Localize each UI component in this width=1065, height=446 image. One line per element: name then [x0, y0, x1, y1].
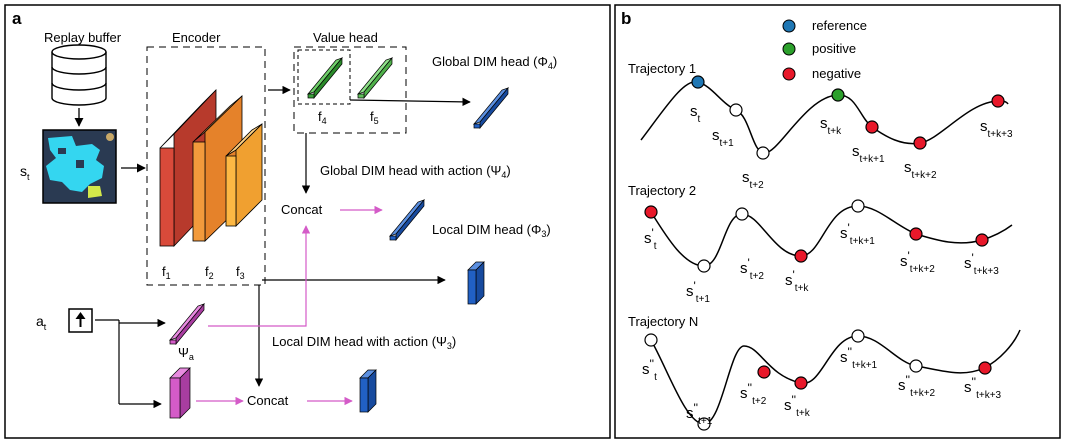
- state-marker-positive: [831, 88, 845, 102]
- encoder-label: Encoder: [172, 30, 221, 45]
- trajectory-1: Trajectory 1 st st+1 st+2 st+k st+k+1 st+k+2 st…: [628, 61, 1013, 191]
- f4-highlight-box: [297, 49, 351, 105]
- state-label: s't+1: [686, 279, 710, 305]
- state-label: st: [20, 163, 30, 182]
- state-label: s''t: [642, 357, 657, 383]
- legend: reference positive negative: [782, 18, 867, 81]
- value-head-box: [293, 46, 407, 134]
- up-arrow-icon: [68, 308, 93, 333]
- state-marker-negative: [794, 249, 808, 263]
- f2-label: f2: [205, 264, 214, 281]
- state-marker-negative: [865, 120, 879, 134]
- psi-a-label: Ψa: [178, 345, 194, 362]
- legend-marker: [782, 42, 796, 56]
- state-label: st: [690, 103, 701, 125]
- state-marker-negative: [991, 94, 1005, 108]
- concat-top-label: Concat: [281, 202, 323, 217]
- action-embedding-layer: [169, 367, 191, 419]
- panel-b-frame: [614, 4, 1061, 439]
- f3-label: f3: [236, 264, 245, 281]
- state-marker-none: [697, 417, 711, 431]
- concat-bottom-label: Concat: [247, 393, 289, 408]
- local-dim-head-action-layer: [388, 199, 426, 241]
- legend-marker: [782, 19, 796, 33]
- trajectory-curve: [650, 205, 1013, 267]
- state-marker-negative: [757, 365, 771, 379]
- game-frame-image: [42, 129, 117, 204]
- state-label: s''t+k+2: [898, 373, 936, 399]
- legend-label: positive: [812, 41, 856, 56]
- global-dim-head-label: Global DIM head (Φ4): [432, 54, 557, 71]
- f5-layer: [356, 57, 394, 99]
- legend-label: negative: [812, 66, 861, 81]
- global-dim-head-layer: [472, 87, 510, 129]
- state-label: st+k+3: [980, 118, 1013, 140]
- state-label: s''t+k+3: [964, 375, 1002, 401]
- f4-label: f4: [318, 109, 327, 126]
- local-dim-head-layer: [467, 261, 485, 305]
- trajectory-2: Trajectory 2 s't s't+1 s't+2 s't+k s't+k+1 s't…: [628, 183, 1013, 305]
- action-label: at: [36, 313, 47, 332]
- state-label: s't+k+2: [900, 249, 935, 275]
- legend-item-negative: negative: [782, 66, 861, 81]
- legend-item-reference: reference: [782, 18, 867, 33]
- state-label: s''t+k: [784, 393, 811, 419]
- state-label: s't+k+1: [840, 221, 875, 247]
- state-label: st+2: [742, 169, 764, 191]
- state-marker-none: [756, 146, 770, 160]
- state-marker-reference: [691, 75, 705, 89]
- local-dim-head-action-label: Local DIM head with action (Ψ3): [272, 334, 456, 351]
- state-marker-negative: [794, 376, 808, 390]
- local-dim-head-action-output-layer: [359, 369, 377, 413]
- trajectory-title: Trajectory 1: [628, 61, 696, 76]
- state-marker-none: [851, 199, 865, 213]
- state-marker-negative: [644, 205, 658, 219]
- f5-label: f5: [370, 109, 379, 126]
- state-marker-none: [735, 207, 749, 221]
- panel-a-letter: a: [12, 9, 22, 28]
- state-label: s't: [644, 226, 657, 252]
- state-label: st+k+2: [904, 159, 937, 181]
- state-marker-negative: [913, 136, 927, 150]
- state-label: s''t+2: [740, 381, 767, 407]
- state-marker-negative: [978, 361, 992, 375]
- state-marker-none: [644, 333, 658, 347]
- trajectory-title: Trajectory 2: [628, 183, 696, 198]
- trajectory-curve: [650, 329, 1021, 425]
- state-label: st+k+1: [852, 143, 885, 165]
- local-dim-head-label: Local DIM head (Φ3): [432, 222, 551, 239]
- state-label: s''t+k+1: [840, 345, 878, 371]
- legend-label: reference: [812, 18, 867, 33]
- value-head-label: Value head: [313, 30, 378, 45]
- state-label: s't+k: [785, 268, 809, 294]
- legend-item-positive: positive: [782, 41, 856, 56]
- state-marker-none: [729, 103, 743, 117]
- trajectories: Trajectory 1 st st+1 st+2 st+k st+k+1 st+k+2 st…: [628, 61, 1021, 431]
- trajectory-title: Trajectory N: [628, 314, 698, 329]
- panel-a-frame: [4, 4, 611, 439]
- state-label: st+1: [712, 127, 734, 149]
- panel-b-letter: b: [621, 9, 631, 28]
- state-marker-none: [909, 359, 923, 373]
- state-label: s''t+1: [686, 401, 713, 427]
- state-label: st+k: [820, 115, 842, 137]
- trajectory-3: Trajectory N s''t s''t+1 s''t+2 s''t+k s''t+k…: [628, 314, 1021, 431]
- state-marker-negative: [909, 227, 923, 241]
- f4-layer: [306, 57, 344, 99]
- encoder-box: [146, 46, 266, 286]
- legend-marker: [782, 67, 796, 81]
- f1-label: f1: [162, 264, 171, 281]
- state-marker-none: [851, 329, 865, 343]
- state-marker-none: [697, 259, 711, 273]
- psi-a-layer: [168, 303, 206, 345]
- database-icon: [51, 44, 107, 106]
- global-dim-head-action-label: Global DIM head with action (Ψ4): [320, 163, 511, 180]
- replay-buffer-label: Replay buffer: [44, 30, 122, 45]
- state-marker-negative: [975, 233, 989, 247]
- conv-block-f3: [225, 123, 263, 227]
- state-label: s't+k+3: [964, 251, 999, 277]
- state-label: s't+2: [740, 256, 764, 282]
